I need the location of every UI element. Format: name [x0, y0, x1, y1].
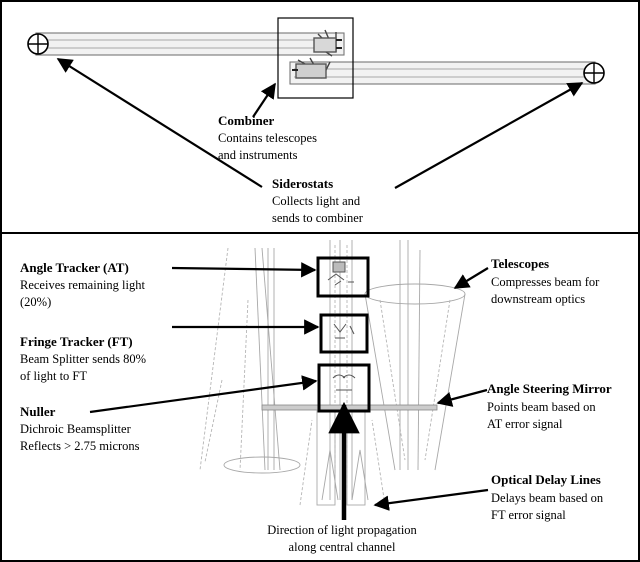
nuller-box: [317, 363, 371, 413]
label-angle-steering-mirror: Angle Steering Mirror Points beam based …: [487, 381, 612, 431]
combiner-optics: [292, 29, 342, 79]
label-siderostats-title: Siderostats: [272, 176, 333, 191]
label-fringe-tracker-line-1: Beam Splitter sends 80%: [20, 352, 146, 366]
label-telescopes-line-1: Compresses beam for: [491, 275, 600, 289]
label-combiner: Combiner Contains telescopes and instrum…: [218, 113, 317, 162]
arrow-optical-delay-lines: [373, 488, 489, 511]
detail-arrows: [89, 262, 489, 520]
label-nuller: Nuller Dichroic Beamsplitter Reflects > …: [20, 404, 140, 453]
label-fringe-tracker-line-2: of light to FT: [20, 369, 87, 383]
label-combiner-title: Combiner: [218, 113, 275, 128]
interferometer-overview: [27, 17, 605, 189]
label-fringe-tracker-title: Fringe Tracker (FT): [20, 334, 133, 349]
label-angle-steering-mirror-line-1: Points beam based on: [487, 400, 596, 414]
angle-tracker-box: [316, 256, 370, 298]
right-siderostat: [583, 62, 605, 84]
label-nuller-line-2: Reflects > 2.75 microns: [20, 439, 140, 453]
label-optical-delay-lines-title: Optical Delay Lines: [491, 472, 601, 487]
label-fringe-tracker: Fringe Tracker (FT) Beam Splitter sends …: [20, 334, 146, 383]
label-angle-tracker-title: Angle Tracker (AT): [20, 260, 129, 275]
arrow-angle-steering-mirror: [436, 388, 488, 407]
box-optics: [327, 261, 356, 391]
combiner-detail-drawing: [199, 240, 466, 506]
arrow-nuller: [89, 375, 318, 414]
arrow-siderostat-right: [394, 82, 584, 189]
central-channel: [329, 240, 353, 500]
label-light-direction: Direction of light propagation along cen…: [267, 523, 417, 554]
label-telescopes: Telescopes Compresses beam for downstrea…: [491, 256, 600, 306]
arrow-telescopes: [453, 267, 489, 289]
left-siderostat: [27, 33, 49, 55]
arrow-angle-tracker: [171, 262, 317, 278]
label-optical-delay-lines-line-1: Delays beam based on: [491, 491, 604, 505]
arrow-combiner: [252, 82, 276, 118]
label-nuller-title: Nuller: [20, 404, 56, 419]
label-telescopes-line-2: downstream optics: [491, 292, 585, 306]
label-optical-delay-lines-line-2: FT error signal: [491, 508, 566, 522]
label-light-direction-line-2: along central channel: [289, 540, 396, 554]
right-beam-tube: [289, 61, 596, 85]
label-siderostats: Siderostats Collects light and sends to …: [272, 176, 364, 225]
steering-mirror-bar: [261, 404, 438, 411]
label-optical-delay-lines: Optical Delay Lines Delays beam based on…: [491, 472, 604, 522]
label-angle-steering-mirror-title: Angle Steering Mirror: [487, 381, 612, 396]
label-combiner-line-2: and instruments: [218, 148, 298, 162]
left-beam-tube: [35, 32, 345, 56]
label-nuller-line-1: Dichroic Beamsplitter: [20, 422, 132, 436]
label-combiner-line-1: Contains telescopes: [218, 131, 317, 145]
fringe-tracker-box: [319, 313, 369, 354]
left-telescope: [199, 247, 301, 474]
label-angle-tracker-line-1: Receives remaining light: [20, 278, 145, 292]
combiner-box: [277, 17, 354, 99]
label-siderostats-line-1: Collects light and: [272, 194, 361, 208]
label-light-direction-line-1: Direction of light propagation: [267, 523, 417, 537]
label-angle-steering-mirror-line-2: AT error signal: [487, 417, 563, 431]
label-siderostats-line-2: sends to combiner: [272, 211, 364, 225]
label-angle-tracker: Angle Tracker (AT) Receives remaining li…: [20, 260, 145, 309]
label-angle-tracker-line-2: (20%): [20, 295, 51, 309]
right-telescope: [364, 240, 466, 471]
label-telescopes-title: Telescopes: [491, 256, 549, 271]
arrow-siderostat-left: [56, 58, 263, 188]
